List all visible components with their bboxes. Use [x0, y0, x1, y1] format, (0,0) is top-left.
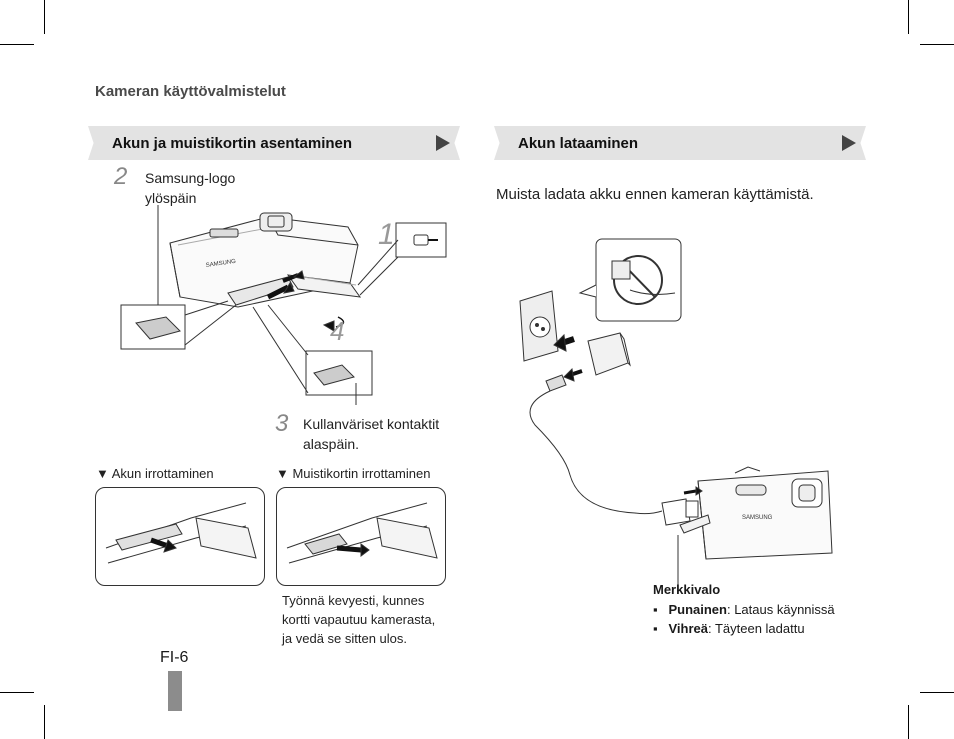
camera-brand-label: SAMSUNG [205, 259, 236, 269]
legend-value: : Täyteen ladattu [707, 621, 805, 636]
legend-bullet: ▪ [653, 621, 658, 636]
note-line1: Työnnä kevyesti, kunnes [282, 593, 425, 608]
crop-mark [920, 44, 954, 45]
card-removal-note: Työnnä kevyesti, kunnes kortti vapautuu … [282, 591, 435, 648]
battery-removal-panel [95, 487, 265, 586]
crop-mark [920, 692, 954, 693]
crop-mark [908, 705, 909, 739]
section-banner-charging: Akun lataaminen [494, 126, 866, 160]
page-header: Kameran käyttövalmistelut [95, 83, 286, 100]
note-line2: kortti vapautuu kamerasta, [282, 612, 436, 627]
play-arrow-icon [436, 135, 450, 151]
step-number-1: 1 [378, 218, 395, 251]
legend-value: : Lataus käynnissä [726, 602, 835, 617]
banner-title: Akun ja muistikortin asentaminen [112, 135, 353, 152]
play-arrow-icon [842, 135, 856, 151]
step-number-2: 2 [114, 163, 128, 190]
legend-bullet: ▪ [653, 602, 658, 617]
note-line3: ja vedä se sitten ulos. [282, 631, 408, 646]
legend-item-red: ▪ Punainen: Lataus käynnissä [653, 600, 835, 619]
subheading-battery-removal: ▼ Akun irrottaminen [96, 466, 214, 481]
legend-title: Merkkivalo [653, 582, 721, 597]
legend-key: Vihreä [668, 621, 708, 636]
banner-title: Akun lataaminen [518, 135, 639, 152]
step-number-3: 3 [275, 410, 289, 437]
step3-text: Kullanväriset kontaktit alaspäin. [303, 414, 439, 454]
card-removal-panel [276, 487, 446, 586]
step2-line1: Samsung-logo [145, 170, 236, 186]
camera-brand-label: SAMSUNG [742, 515, 773, 521]
crop-mark [0, 692, 34, 693]
charging-intro: Muista ladata akku ennen kameran käyttäm… [496, 186, 814, 203]
step3-line2: alaspäin. [303, 436, 360, 452]
card-removal-illustration [286, 502, 438, 564]
indicator-legend: Merkkivalo ▪ Punainen: Lataus käynnissä … [653, 582, 835, 638]
legend-key: Punainen [668, 602, 727, 617]
step2-line2: ylöspäin [145, 190, 197, 206]
crop-mark [0, 44, 34, 45]
step3-line1: Kullanväriset kontaktit [303, 416, 440, 432]
legend-item-green: ▪ Vihreä: Täyteen ladattu [653, 619, 835, 638]
page-tab-marker [168, 671, 182, 711]
step2-text: Samsung-logo ylöspäin [145, 168, 235, 208]
crop-mark [44, 0, 45, 34]
subheading-card-removal: ▼ Muistikortin irrottaminen [276, 466, 431, 481]
charging-illustration: SAMSUNG [519, 238, 833, 587]
crop-mark [908, 0, 909, 34]
page-number: FI-6 [160, 649, 189, 666]
camera-install-illustration: SAMSUNG [120, 205, 447, 405]
section-banner-install: Akun ja muistikortin asentaminen [88, 126, 460, 160]
step-number-4: 4 [330, 316, 345, 346]
battery-removal-illustration [105, 502, 257, 564]
crop-mark [44, 705, 45, 739]
